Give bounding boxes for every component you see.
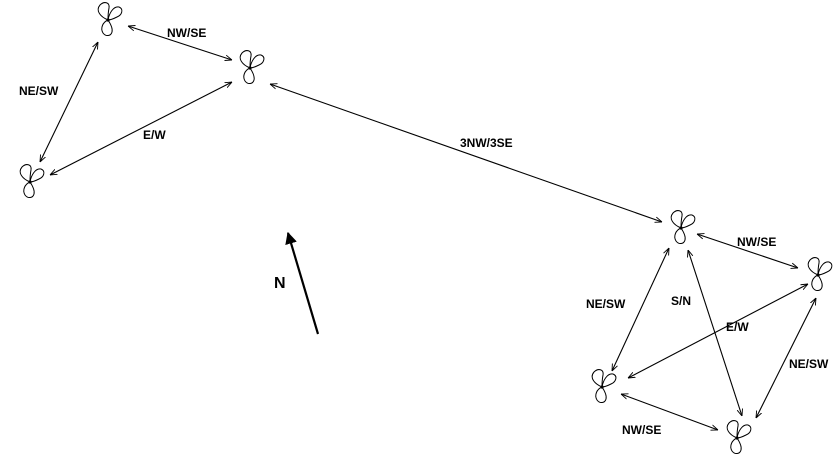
label-b1-b3: NE/SW bbox=[586, 297, 626, 311]
edge-a1-a2 bbox=[128, 26, 232, 60]
antenna-b2-icon bbox=[807, 257, 833, 292]
label-b2-b3: E/W bbox=[726, 320, 749, 334]
edge-b2-b4 bbox=[756, 298, 816, 418]
label-a1-a2: NW/SE bbox=[167, 26, 206, 40]
label-a1-a3: NE/SW bbox=[19, 84, 59, 98]
edge-a1-a3 bbox=[40, 42, 98, 162]
antenna-a2-icon bbox=[239, 50, 265, 85]
label-link: 3NW/3SE bbox=[460, 136, 513, 150]
label-b1-b4: S/N bbox=[671, 294, 691, 308]
north-arrow-icon bbox=[285, 231, 320, 335]
north-label: N bbox=[274, 275, 286, 292]
label-b1-b2: NW/SE bbox=[737, 235, 776, 249]
antenna-a1-icon bbox=[97, 2, 123, 37]
antenna-a3-icon bbox=[19, 164, 45, 199]
edge-b1-b2 bbox=[697, 234, 798, 268]
antenna-b3-icon bbox=[591, 369, 617, 404]
antenna-b4-icon bbox=[726, 420, 752, 455]
label-b2-b4: NE/SW bbox=[789, 357, 829, 371]
edge-b3-b4 bbox=[621, 394, 718, 430]
edge-a2-a3 bbox=[50, 82, 232, 175]
antenna-b1-icon bbox=[670, 210, 696, 245]
label-a2-a3: E/W bbox=[143, 128, 166, 142]
edge-link bbox=[270, 84, 662, 222]
edge-b2-b3 bbox=[628, 284, 808, 378]
label-b3-b4: NW/SE bbox=[622, 423, 661, 437]
